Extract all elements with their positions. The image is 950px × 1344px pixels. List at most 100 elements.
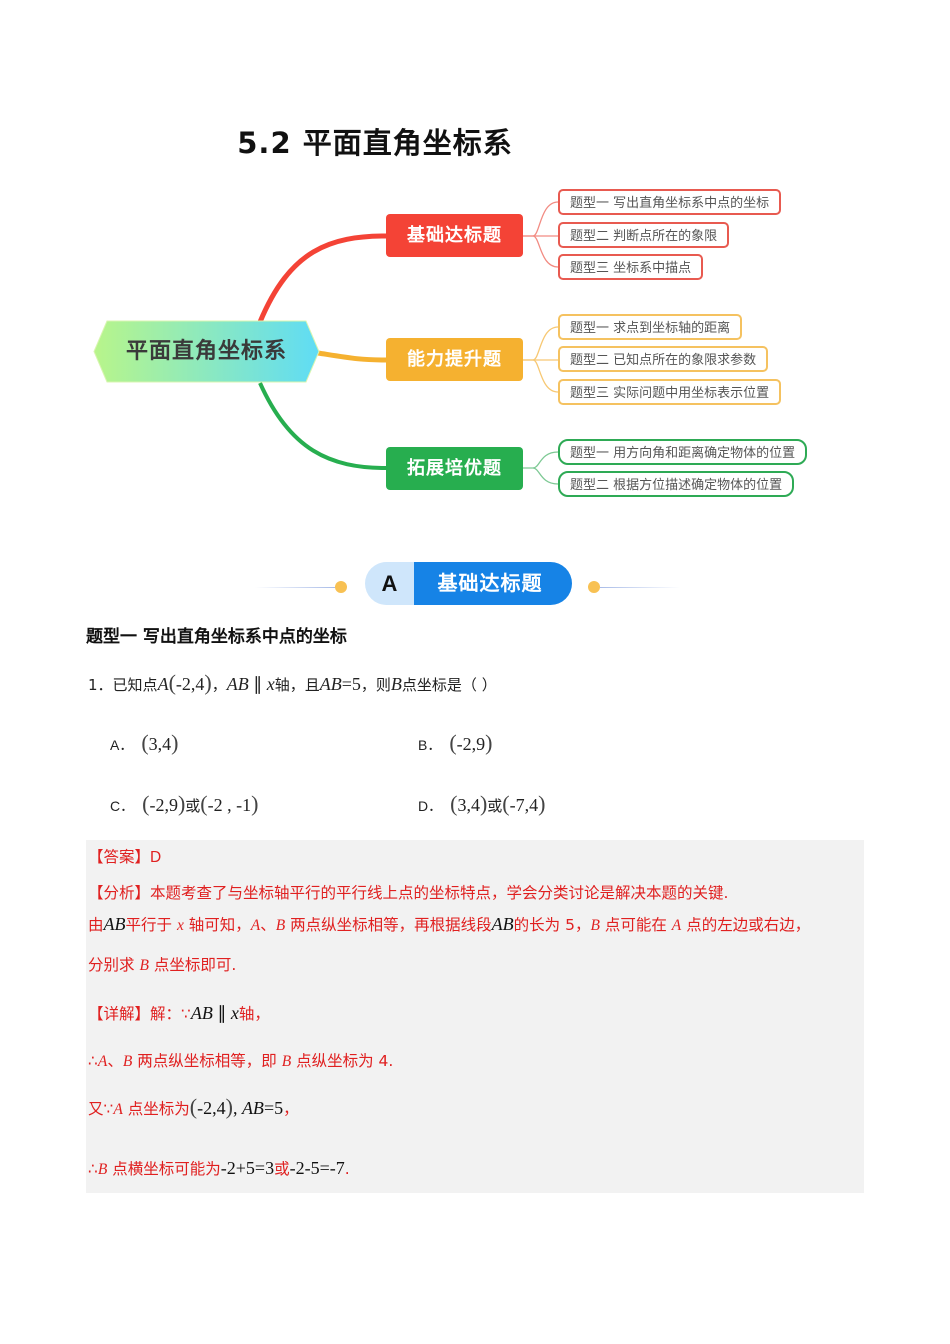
- text: 点坐标即可.: [148, 956, 237, 974]
- math-paren: ): [538, 791, 546, 816]
- math-symbol: ∥: [212, 1003, 231, 1023]
- math-var: A: [113, 1101, 123, 1118]
- option-b[interactable]: B． (-2,9): [418, 730, 493, 756]
- option-c[interactable]: C．(-2,9)或(-2 , -1): [110, 791, 258, 817]
- math-var: AB: [491, 914, 514, 934]
- mindmap-root-node: 平面直角坐标系: [93, 320, 320, 383]
- option-value: -2 , -1: [207, 795, 252, 815]
- math-expr: -2+5=3: [220, 1158, 275, 1178]
- math-var: B: [122, 1053, 133, 1070]
- answer-value: D: [150, 849, 162, 866]
- math-var: x: [266, 674, 275, 694]
- text: ,: [232, 1098, 242, 1118]
- banner-dot-right: [588, 581, 600, 593]
- text: 轴，: [238, 1005, 270, 1023]
- option-d[interactable]: D．(3,4)或(-7,4): [418, 791, 545, 817]
- option-value: 3,4: [148, 734, 172, 754]
- hexagon-shape: [93, 320, 320, 383]
- mindmap-branch-advanced: 能力提升题: [386, 338, 523, 381]
- analysis-line-3: 分别求 B 点坐标即可.: [88, 953, 236, 975]
- math-expr: =5: [263, 1098, 284, 1118]
- math-var: AB: [226, 674, 249, 694]
- math-paren: ): [204, 670, 212, 695]
- text: 点横坐标可能为: [107, 1160, 221, 1178]
- mindmap-branch-extension: 拓展培优题: [386, 447, 523, 490]
- mindmap-connectors: [257, 201, 559, 485]
- math-paren: ): [485, 730, 493, 755]
- answer-line: 【答案】D: [88, 845, 161, 867]
- option-a[interactable]: A．(3,4): [110, 730, 179, 756]
- math-var: A: [671, 917, 682, 934]
- stem-text: 点坐标是（ ）: [401, 676, 497, 694]
- math-symbol: ∥: [248, 674, 267, 694]
- mindmap-leaf: 题型二 判断点所在的象限: [558, 222, 730, 248]
- answer-tag: 【答案】: [88, 848, 151, 866]
- text: ∴: [88, 1052, 98, 1070]
- stem-text: ，: [211, 676, 227, 694]
- option-label: B．: [418, 737, 442, 753]
- banner-line-left: [255, 587, 335, 588]
- text: 平行于: [125, 916, 177, 934]
- document-title: 5.2 平面直角坐标系: [237, 126, 513, 160]
- detail-line-1: 【详解】解：∵AB ∥ x轴，: [88, 1002, 270, 1024]
- stem-text: 轴，且: [274, 676, 320, 694]
- analysis-text: 本题考查了与坐标轴平行的平行线上点的坐标特点，学会分类讨论是解决本题的关键.: [150, 884, 729, 902]
- math-expr: -2-5=-7: [289, 1158, 345, 1178]
- math-var: AB: [241, 1098, 264, 1118]
- math-paren: ): [479, 791, 488, 816]
- section-label: 基础达标题: [414, 562, 572, 605]
- math-var: A: [157, 674, 169, 694]
- math-coord: -2,4: [175, 674, 205, 694]
- text: .: [344, 1160, 350, 1178]
- question-number: 1．: [88, 676, 113, 694]
- text: 分别求: [88, 956, 140, 974]
- text: ∴: [88, 1160, 98, 1178]
- mindmap-leaf: 题型一 用方向角和距离确定物体的位置: [558, 439, 808, 465]
- detail-line-4: ∴B 点横坐标可能为-2+5=3或-2-5=-7.: [88, 1157, 350, 1179]
- math-paren: (: [168, 670, 176, 695]
- math-paren: ): [177, 791, 186, 816]
- math-paren: (: [142, 791, 150, 816]
- mindmap-branch-basic: 基础达标题: [386, 214, 523, 257]
- option-value: 3,4: [457, 795, 480, 815]
- question-stem: 1．已知点A(-2,4)，AB ∥ x轴，且AB=5，则B点坐标是（ ）: [88, 670, 497, 696]
- math-paren: ): [171, 730, 179, 755]
- option-value: -2,9: [456, 734, 486, 754]
- analysis-tag: 【分析】: [88, 884, 151, 902]
- text: 又∵: [88, 1100, 114, 1118]
- text: 、: [260, 916, 276, 934]
- math-paren: (: [502, 791, 510, 816]
- option-or: 或: [185, 797, 201, 815]
- mindmap-leaf: 题型三 坐标系中描点: [558, 254, 704, 280]
- math-paren: (: [200, 791, 208, 816]
- math-var: B: [590, 917, 600, 934]
- mindmap-leaf: 题型二 已知点所在的象限求参数: [558, 346, 769, 372]
- answer-panel: [86, 840, 864, 1193]
- banner-dot-left: [335, 581, 347, 593]
- analysis-line-1: 【分析】本题考查了与坐标轴平行的平行线上点的坐标特点，学会分类讨论是解决本题的关…: [88, 881, 728, 903]
- mindmap-leaf: 题型二 根据方位描述确定物体的位置: [558, 471, 795, 497]
- section-letter: A: [365, 562, 414, 605]
- question-type-heading: 题型一 写出直角坐标系中点的坐标: [86, 627, 347, 647]
- math-paren: (: [449, 730, 457, 755]
- text: 点可能在: [599, 916, 672, 934]
- option-value: -7,4: [509, 795, 539, 815]
- math-var: A: [97, 1053, 108, 1070]
- option-label: A．: [110, 737, 134, 753]
- text: ，: [283, 1100, 299, 1118]
- math-paren: ): [251, 791, 259, 816]
- math-var: AB: [103, 914, 126, 934]
- math-paren: (: [450, 791, 458, 816]
- math-paren: (: [189, 1094, 198, 1119]
- banner-line-right: [600, 587, 680, 588]
- text: 或: [274, 1160, 290, 1178]
- analysis-line-2: 由AB平行于 x 轴可知，A、B 两点纵坐标相等，再根据线段AB的长为 5，B …: [88, 913, 810, 935]
- math-var: x: [230, 1003, 239, 1023]
- mindmap-leaf: 题型一 求点到坐标轴的距离: [558, 314, 743, 340]
- detail-line-3: 又∵A 点坐标为(-2,4), AB=5，: [88, 1094, 299, 1120]
- detail-line-2: ∴A、B 两点纵坐标相等，即 B 点纵坐标为 4.: [88, 1049, 393, 1071]
- math-paren: ): [225, 1094, 233, 1119]
- text: 点纵坐标为 4.: [291, 1052, 394, 1070]
- text: 、: [107, 1052, 123, 1070]
- section-banner: A 基础达标题: [365, 562, 572, 605]
